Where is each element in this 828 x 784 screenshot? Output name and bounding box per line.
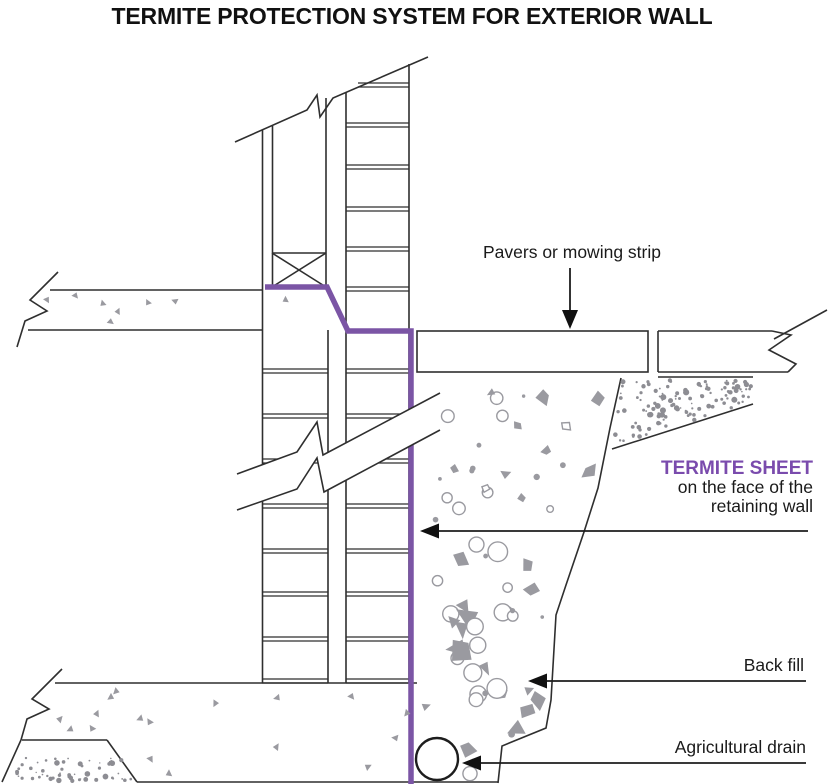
paver-break-symbol: [767, 330, 798, 373]
slab-break-symbol-lower: [1, 668, 63, 783]
natural-ground-stipple: [613, 378, 753, 443]
excavation-line: [497, 377, 622, 784]
termite-sheet-label-line3: retaining wall: [710, 496, 813, 516]
backfill-aggregate: [421, 388, 605, 782]
stud-wall-brace: [271, 252, 327, 288]
floor-slab-upper: [16, 271, 262, 348]
paver-2: [657, 330, 798, 373]
termite-sheet-line: [265, 284, 414, 784]
termite-sheet-label: TERMITE SHEET on the face of the retaini…: [661, 459, 813, 516]
termite-sheet-arrow: [420, 523, 808, 539]
agricultural-drain-circle: [414, 736, 460, 782]
pavers-label: Pavers or mowing strip: [483, 242, 661, 262]
backfill-arrow: [528, 673, 806, 689]
paver-1: [416, 330, 649, 373]
concrete-aggregate-marks: [43, 292, 411, 777]
termite-sheet-label-title: TERMITE SHEET: [660, 458, 813, 479]
agricultural-drain-label: Agricultural drain: [674, 737, 806, 757]
agricultural-drain-arrow: [462, 755, 806, 771]
natural-ground-edge: [611, 403, 754, 450]
wall-break-band: [236, 392, 441, 511]
diagram-title: TERMITE PROTECTION SYSTEM FOR EXTERIOR W…: [111, 3, 713, 29]
brick-course-joints: [262, 82, 409, 684]
termite-sheet-label-line2: on the face of the: [677, 477, 813, 497]
slab-break-symbol: [16, 271, 59, 348]
pavers-arrow: [562, 268, 578, 329]
backfill-label: Back fill: [743, 655, 804, 675]
gravel-stipple: [15, 756, 133, 784]
top-break-line: [234, 56, 429, 143]
ground-surface-line: [773, 309, 828, 340]
